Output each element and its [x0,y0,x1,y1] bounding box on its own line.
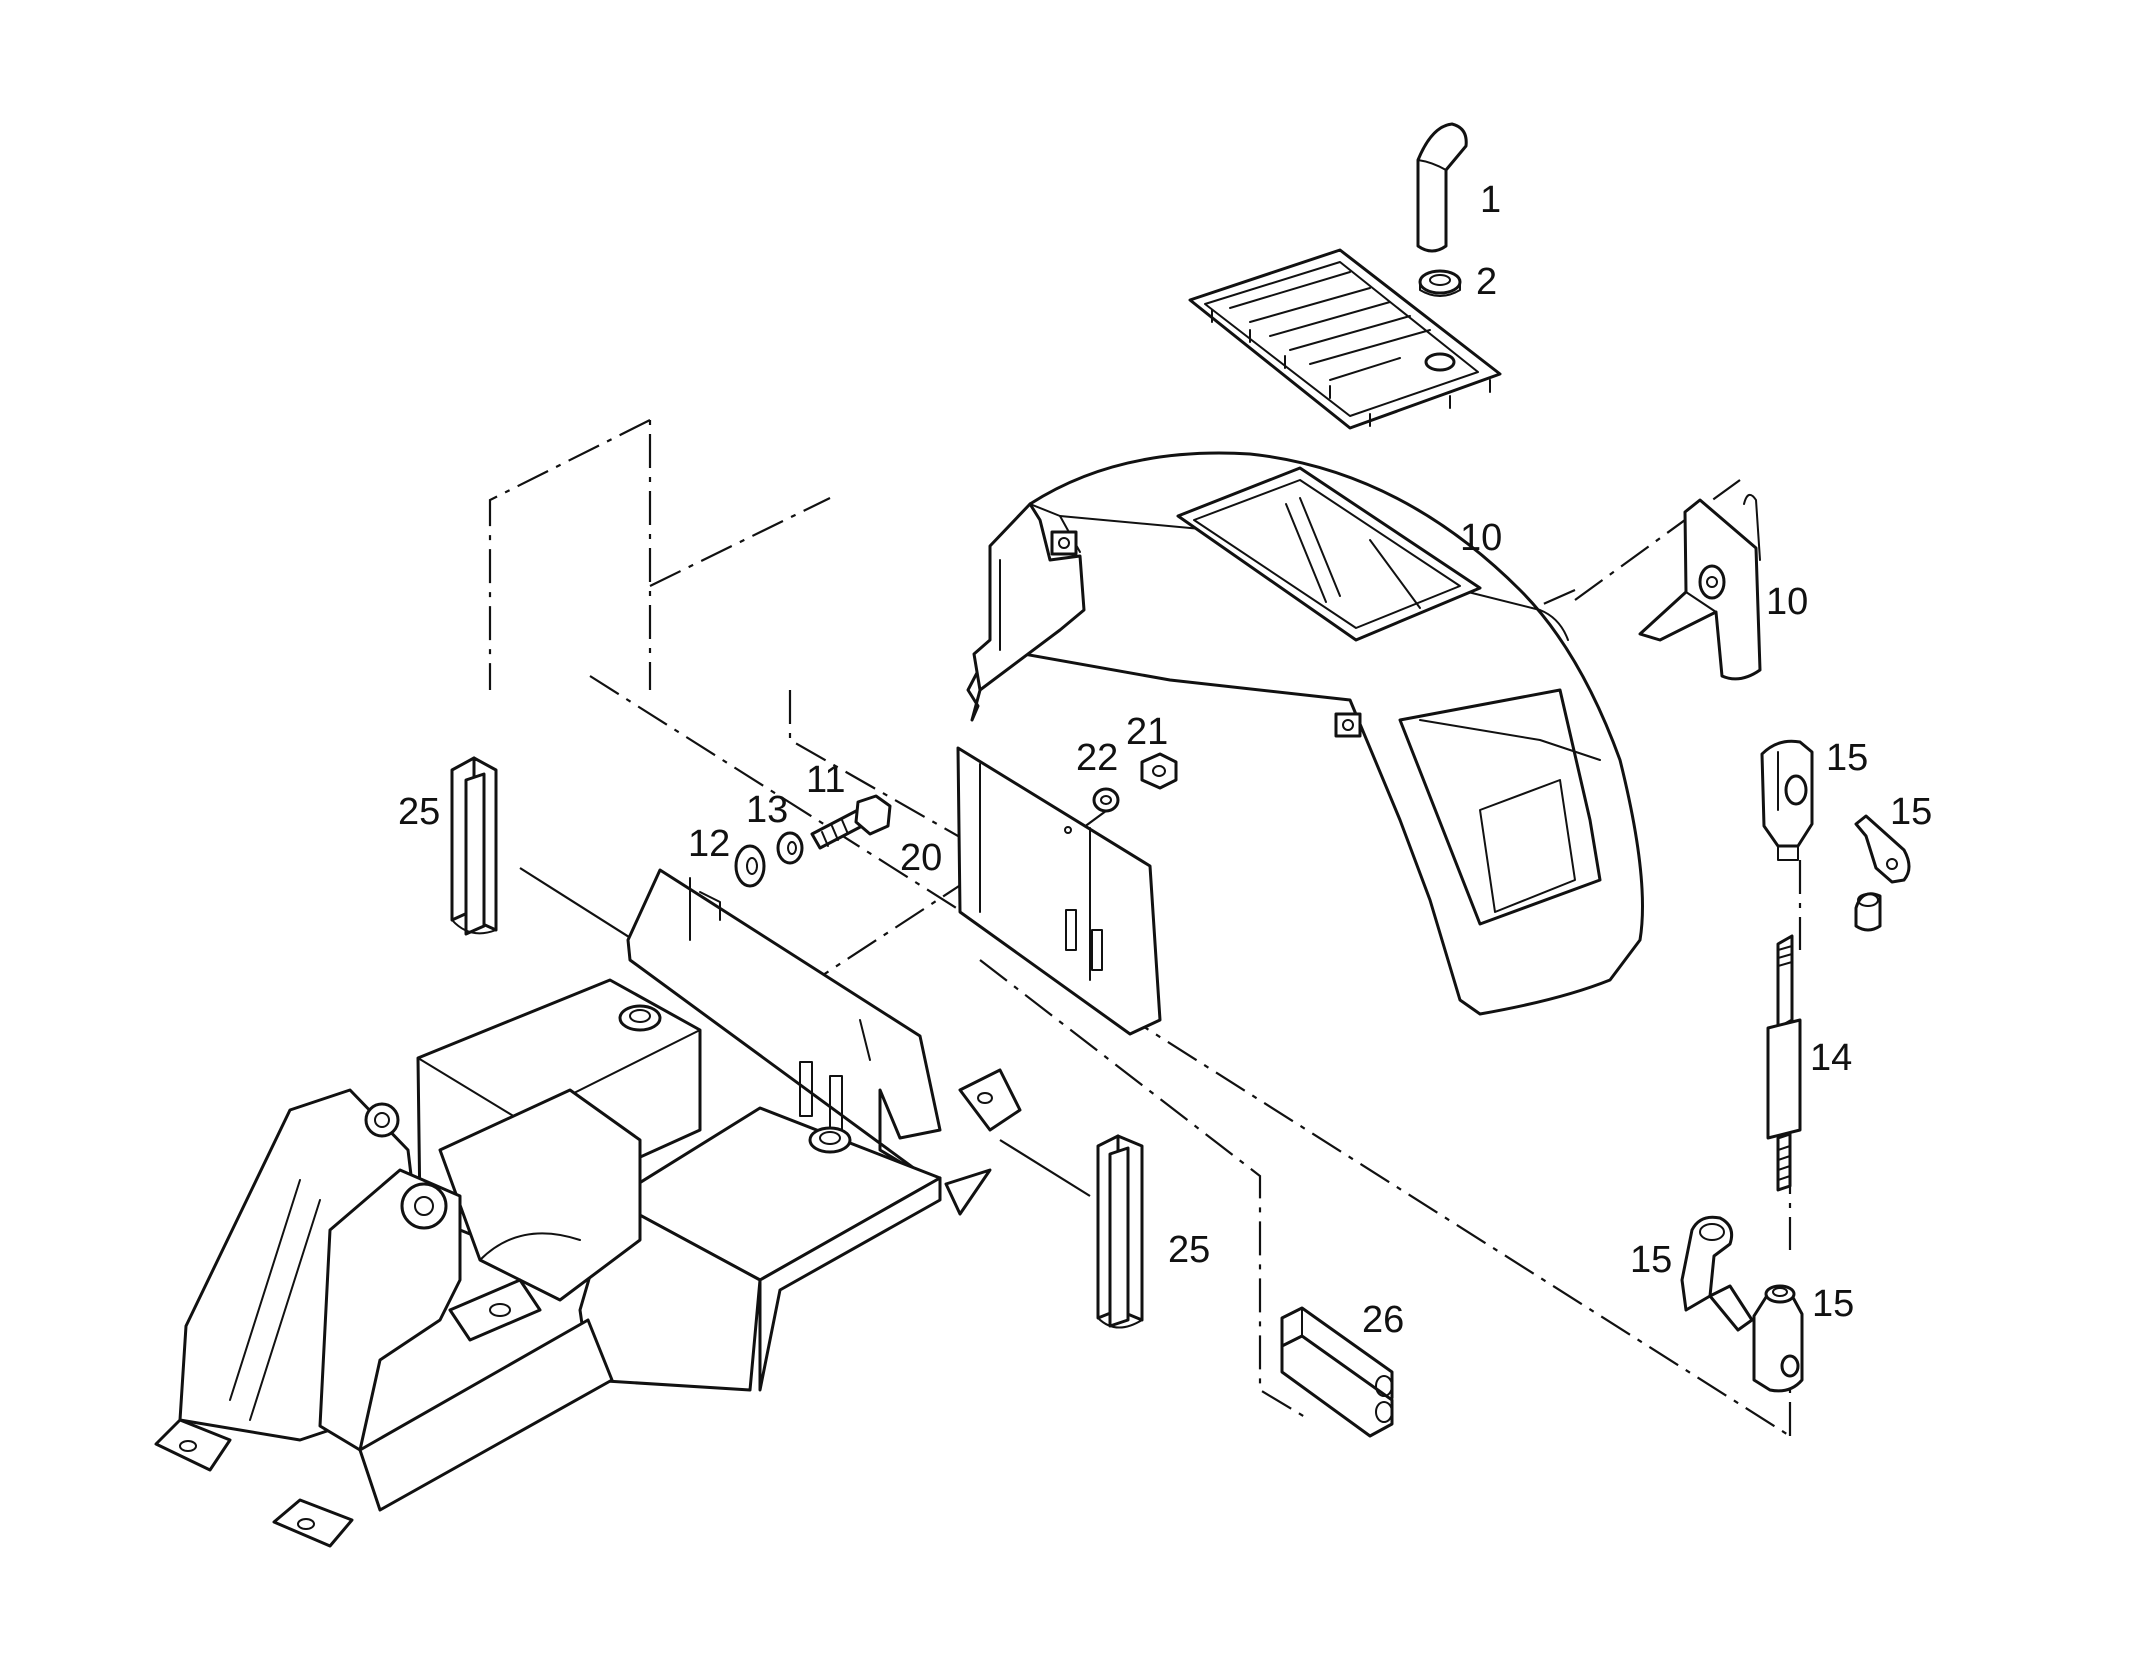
cover-plate-part [956,746,1162,1036]
washer-22-part [1092,787,1120,813]
clevis-pin-top-part [1854,814,1911,932]
strip-leader-right [999,1139,1091,1197]
hood-part [966,451,1644,1016]
callout-25-left: 25 [398,791,440,833]
strip-leader-left [519,867,641,945]
lock-washer-13-part [776,831,804,865]
gas-strut-part [1766,934,1802,1192]
callout-1: 1 [1480,179,1501,221]
clevis-bottom-part [1752,1284,1804,1393]
callout-20: 20 [900,837,942,879]
grille-panel-part [1188,248,1502,430]
main-frame-part [154,868,1022,1548]
washer-12-part [734,844,766,888]
callout-labels: 1 2 10 10 11 12 13 14 15 15 15 15 20 21 … [398,179,1932,1341]
clevis-top-part [1760,739,1814,861]
callout-21: 21 [1126,711,1168,753]
gasket-strip-25-right-part [1096,1134,1144,1329]
callout-15-lower-left: 15 [1630,1239,1672,1281]
callout-11: 11 [806,759,845,801]
clevis-pin-bottom-part [1680,1215,1754,1332]
callout-10-latch: 10 [1766,581,1808,623]
callout-15-lower-right: 15 [1812,1283,1854,1325]
callout-25-right: 25 [1168,1229,1210,1271]
latch-bracket-part [1638,493,1762,681]
exhaust-pipe-part [1416,122,1468,253]
callout-26: 26 [1362,1299,1404,1341]
callout-12: 12 [688,823,730,865]
clamp-ring-part [1418,269,1462,297]
callout-22: 22 [1076,737,1118,779]
callout-10-hood: 10 [1460,517,1502,559]
callout-14: 14 [1810,1037,1852,1079]
edge-profile-26-part [1280,1306,1394,1438]
bolt-part [810,794,892,850]
callout-15-top: 15 [1826,737,1868,779]
nut-21-part [1140,752,1178,790]
callout-2: 2 [1476,261,1497,303]
callout-13: 13 [746,789,788,831]
gasket-strip-25-left-part [450,756,498,936]
callout-15-pin: 15 [1890,791,1932,833]
